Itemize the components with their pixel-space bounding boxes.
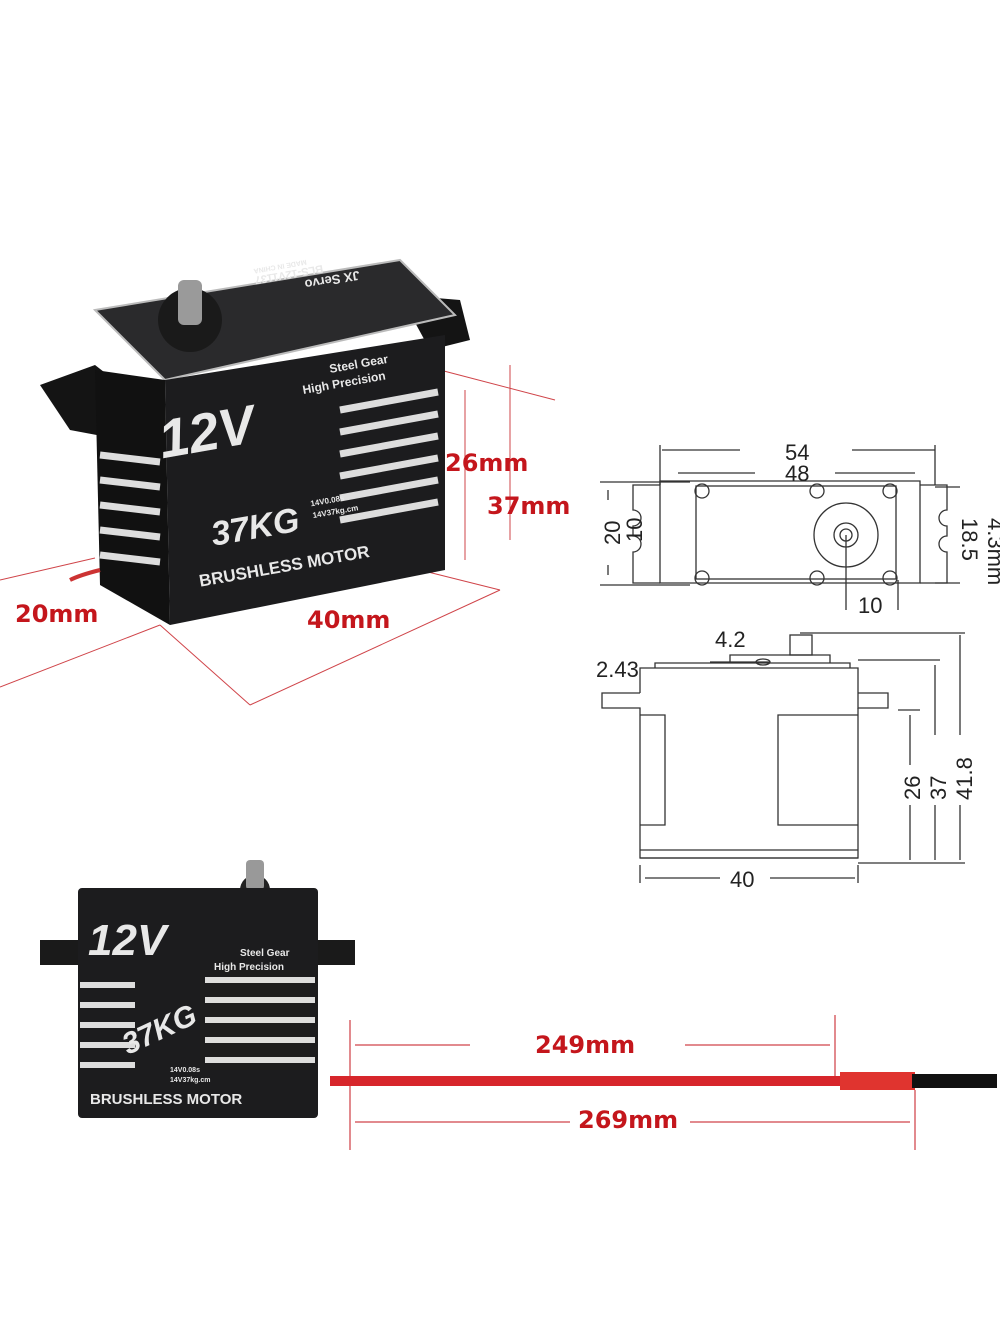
servo-wire (330, 1076, 850, 1086)
dim-2-43: 2.43 (596, 657, 639, 682)
dim-54: 54 (785, 440, 809, 465)
output-spline (246, 860, 264, 890)
spec-speed: 14V0.08s (170, 1067, 200, 1074)
dim-label-269mm: 269mm (578, 1106, 679, 1134)
voltage-logo: 12V (88, 916, 170, 965)
dim-20: 20 (600, 521, 625, 545)
top-servo-photo: JX Servo BLS-12V1137 MADE IN CHINA 12V S… (0, 258, 556, 706)
dim-48: 48 (785, 461, 809, 486)
bottom-servo-photo: 12V Steel Gear High Precision 37KG 14V0.… (40, 860, 997, 1150)
dim-37: 37 (926, 776, 951, 800)
photo-dimension-lines (0, 365, 556, 706)
spec-torque: 14V37kg.cm (170, 1077, 210, 1084)
servo-front-face (165, 335, 445, 625)
top-view-drawing: 54 48 20 10 18.5 4.3mm 10 (600, 440, 1000, 618)
dim-18-5: 18.5 (957, 518, 982, 561)
cooling-fins (99, 388, 439, 566)
heat-shrink (840, 1072, 915, 1090)
dim-10-shaft: 10 (858, 593, 882, 618)
dim-label-37mm: 37mm (487, 492, 571, 520)
mounting-ear-left (40, 940, 85, 965)
cable-dimension-lines (349, 1015, 916, 1150)
dim-label-249mm: 249mm (535, 1031, 636, 1059)
dim-label-20mm: 20mm (15, 600, 99, 628)
dim-label-40mm: 40mm (307, 606, 391, 634)
connector-plug (912, 1074, 997, 1088)
dim-10-holes: 10 (622, 518, 647, 542)
servo-cable-stub (69, 568, 101, 582)
motor-label: BRUSHLESS MOTOR (90, 1091, 242, 1108)
dim-40: 40 (730, 867, 754, 892)
side-view-drawing: 4.2 2.43 26 37 41.8 40 (596, 627, 977, 892)
dim-26: 26 (900, 776, 925, 800)
dim-4-2: 4.2 (715, 627, 746, 652)
feature-steel-gear: Steel Gear (240, 948, 290, 959)
dim-4-3mm: 4.3mm (983, 518, 1000, 585)
dim-41-8: 41.8 (952, 757, 977, 800)
servo-side-face (95, 370, 170, 625)
dim-label-26mm: 26mm (445, 449, 529, 477)
cooling-fins (80, 977, 315, 1068)
output-spline (178, 280, 202, 325)
feature-high-precision: High Precision (214, 962, 284, 973)
